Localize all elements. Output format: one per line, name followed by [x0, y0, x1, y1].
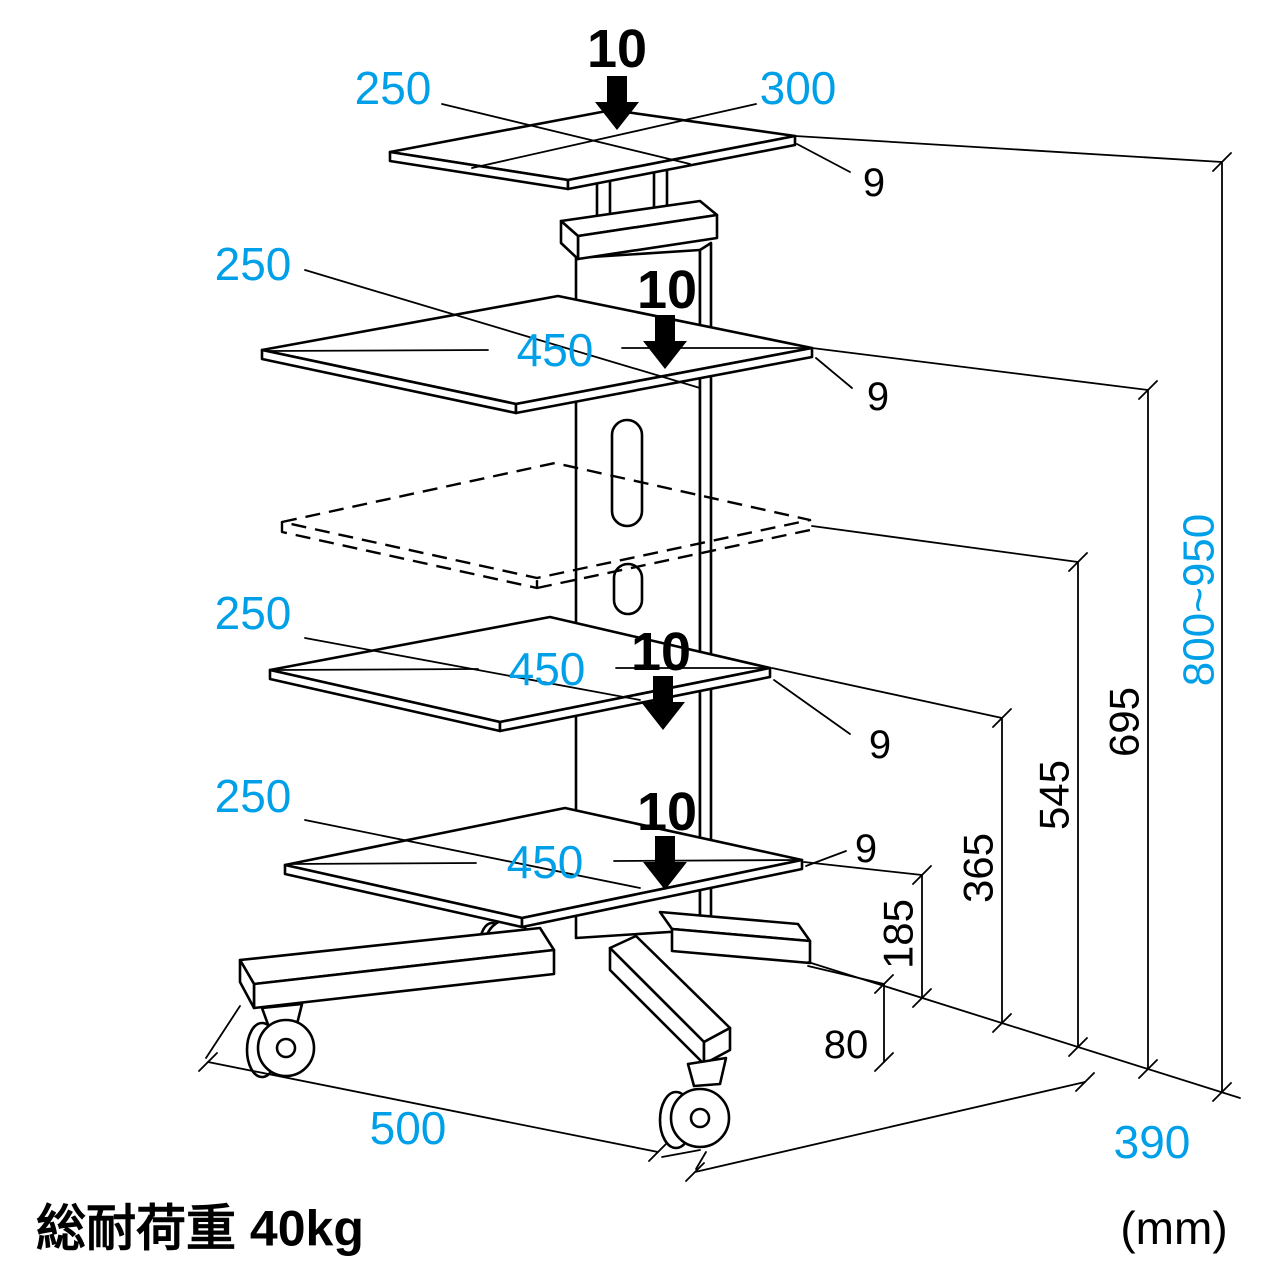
column: [559, 167, 719, 940]
bottom-shelf-depth-label: 250: [215, 770, 292, 822]
column-clamp-side: [559, 219, 580, 261]
third-shelf-height-label: 365: [955, 833, 1002, 903]
bottom-shelf-thickness-label: 9: [855, 827, 877, 871]
right-caster-fork: [686, 1056, 728, 1088]
front-right-leg-endcap: [702, 1026, 732, 1066]
down-arrow-icon: [641, 676, 685, 730]
dashed-shelf-edge-left: [280, 522, 539, 590]
top-shelf-width-label: 300: [760, 62, 837, 114]
down-arrow-icon: [643, 315, 687, 369]
dim-line-base-depth: [694, 1081, 1086, 1173]
second-shelf-load-label: 10: [637, 260, 697, 320]
leader-top-shelf-width: [471, 103, 757, 169]
second-shelf-thickness-label: 9: [867, 375, 889, 419]
shelf-bottom: [283, 806, 804, 929]
third-shelf-load-label: 10: [631, 622, 691, 682]
base-width-label: 500: [370, 1102, 447, 1154]
leader-second-shelf-thickness: [815, 357, 853, 389]
dimension-end-ticks: [198, 152, 1232, 1182]
top-shelf-thickness-label: 9: [863, 161, 885, 205]
extension-line-base-depth: [695, 1151, 707, 1170]
shelf-second-edge-right: [514, 346, 814, 415]
third-shelf-thickness-label: 9: [869, 723, 891, 767]
dimension-lines: [198, 103, 1241, 1182]
base-depth-label: 390: [1114, 1116, 1191, 1168]
extension-line-695: [811, 347, 1149, 391]
leader-bottom-shelf-thickness: [805, 850, 847, 867]
load-arrows: [595, 76, 687, 890]
leader-third-shelf-thickness: [773, 679, 851, 735]
overall-height-label: 800~950: [1174, 514, 1223, 687]
shelf-dashed-optional: [280, 461, 812, 590]
dim-line-base-width: [207, 1061, 659, 1153]
leader-top-shelf-thickness: [796, 143, 851, 173]
bottom-shelf-load-label: 10: [637, 782, 697, 842]
extension-line-365: [771, 667, 1003, 719]
bottom-shelf-width-label: 450: [507, 836, 584, 888]
left-caster-hub: [275, 1037, 297, 1059]
extension-line-545: [811, 525, 1079, 563]
dashed-shelf-height-label: 545: [1031, 760, 1078, 830]
top-shelf-depth-label: 250: [355, 62, 432, 114]
labels: 10 10 10 10 250 300 250 250 250 450 450 …: [36, 19, 1228, 1257]
unit-label: (mm): [1120, 1202, 1227, 1254]
leader-top-shelf-depth: [441, 103, 691, 165]
down-arrow-icon: [643, 836, 687, 890]
shelf-top: [388, 108, 797, 191]
leader-bottom-shelf-width: [288, 859, 799, 865]
down-arrow-icon: [595, 76, 639, 130]
leader-third-shelf-width: [273, 667, 767, 671]
floor-reference-line: [807, 961, 1241, 1099]
shelf-bottom-edge-right: [520, 858, 804, 929]
second-shelf-height-label: 695: [1101, 687, 1148, 757]
second-shelf-depth-label: 250: [215, 238, 292, 290]
total-load-capacity-label: 総耐荷重 40kg: [36, 1201, 364, 1257]
left-leg-endcap: [238, 958, 256, 1010]
base-legs: [238, 910, 812, 1150]
stand-drawing: [238, 108, 814, 1150]
column-slot-lower: [612, 562, 644, 616]
third-shelf-width-label: 450: [509, 643, 586, 695]
leader-second-shelf-depth: [304, 269, 701, 389]
extension-line-base-width-left: [205, 1005, 241, 1059]
extension-line-80: [807, 965, 885, 985]
column-slot-upper: [610, 418, 644, 528]
right-caster-hub: [689, 1107, 711, 1129]
dashed-shelf-surface: [280, 461, 812, 580]
leader-bottom-shelf-depth: [304, 819, 641, 889]
bottom-shelf-height-label: 185: [875, 899, 922, 969]
caster-height-label: 80: [824, 1023, 869, 1067]
second-shelf-width-label: 450: [517, 324, 594, 376]
extension-line-185: [803, 861, 923, 876]
extension-line-base-width-right: [661, 1149, 701, 1158]
third-shelf-depth-label: 250: [215, 587, 292, 639]
top-shelf-load-label: 10: [587, 19, 647, 79]
extension-line-overall: [794, 135, 1223, 163]
